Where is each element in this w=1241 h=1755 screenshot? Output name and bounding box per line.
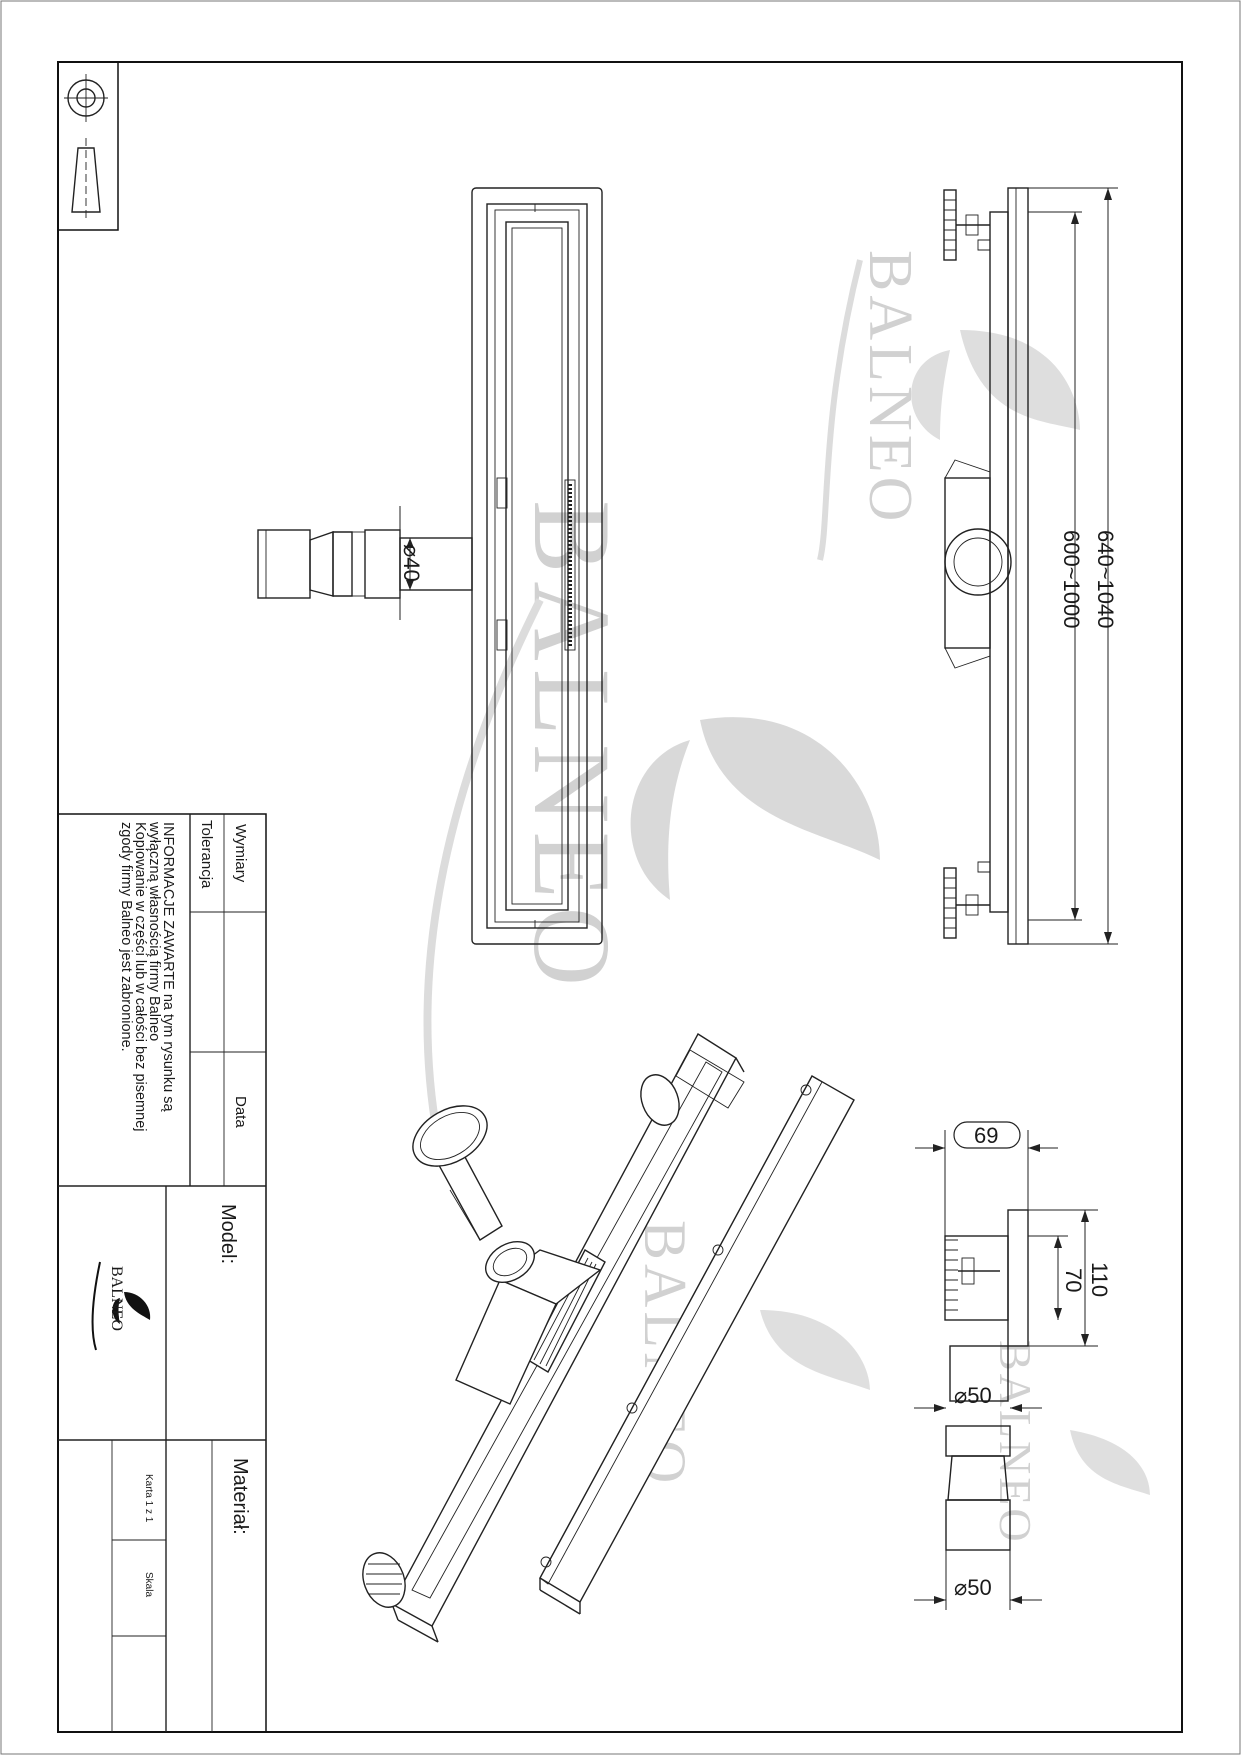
data-label: Data <box>232 1096 249 1128</box>
leaf-icon <box>124 1292 151 1320</box>
dimension-end-view: 69 110 70 ⌀50 ⌀50 <box>914 1121 1112 1610</box>
material-label: Materiał: <box>229 1458 251 1535</box>
dim-outlet-side-1-label: ⌀50 <box>954 1383 992 1408</box>
tolerancja-label: Tolerancja <box>198 820 215 889</box>
logo-text: BALNEO <box>108 1266 125 1331</box>
info-line-4: zgody firmy Balneo jest zabronione. <box>118 822 134 1052</box>
dim-height-total-label: 110 <box>1087 1262 1112 1297</box>
dimension-length: 640~1040 600~1000 <box>1028 187 1118 945</box>
svg-text:BALNEO: BALNEO <box>511 500 633 994</box>
dimension-outlet-top: ⌀40 <box>399 506 424 620</box>
svg-text:BALNEO: BALNEO <box>990 1340 1041 1545</box>
dim-width-label: 69 <box>974 1123 998 1148</box>
skala-label: Skala <box>143 1572 154 1597</box>
dim-outlet-top-label: ⌀40 <box>399 544 424 582</box>
info-line-1: INFORMACJE ZAWARTE na tym rysunku są <box>160 822 176 1112</box>
watermark-leaf-icon <box>960 330 1080 430</box>
isometric-view <box>362 1033 855 1643</box>
dim-height-body-label: 70 <box>1061 1268 1086 1292</box>
dim-inner-length-label: 600~1000 <box>1059 530 1084 629</box>
karta-label: Karta 1 z 1 <box>143 1474 154 1523</box>
info-line-2: wyłączną własnością firmy Balneo <box>146 821 162 1041</box>
side-view <box>943 187 1029 945</box>
title-block: Wymiary Tolerancja Data INFORMACJE ZAWAR… <box>57 813 267 1733</box>
dim-outlet-side-2-label: ⌀50 <box>954 1575 992 1600</box>
projection-symbol-icon <box>57 61 119 231</box>
wymiary-label: Wymiary <box>232 824 249 883</box>
balneo-logo: BALNEO <box>91 1261 151 1351</box>
info-line-3: Kopiowanie w części lub w całości bez pi… <box>132 822 148 1131</box>
model-label: Model: <box>217 1204 239 1264</box>
dim-outer-length-label: 640~1040 <box>1093 530 1118 629</box>
end-view <box>944 1209 1029 1551</box>
